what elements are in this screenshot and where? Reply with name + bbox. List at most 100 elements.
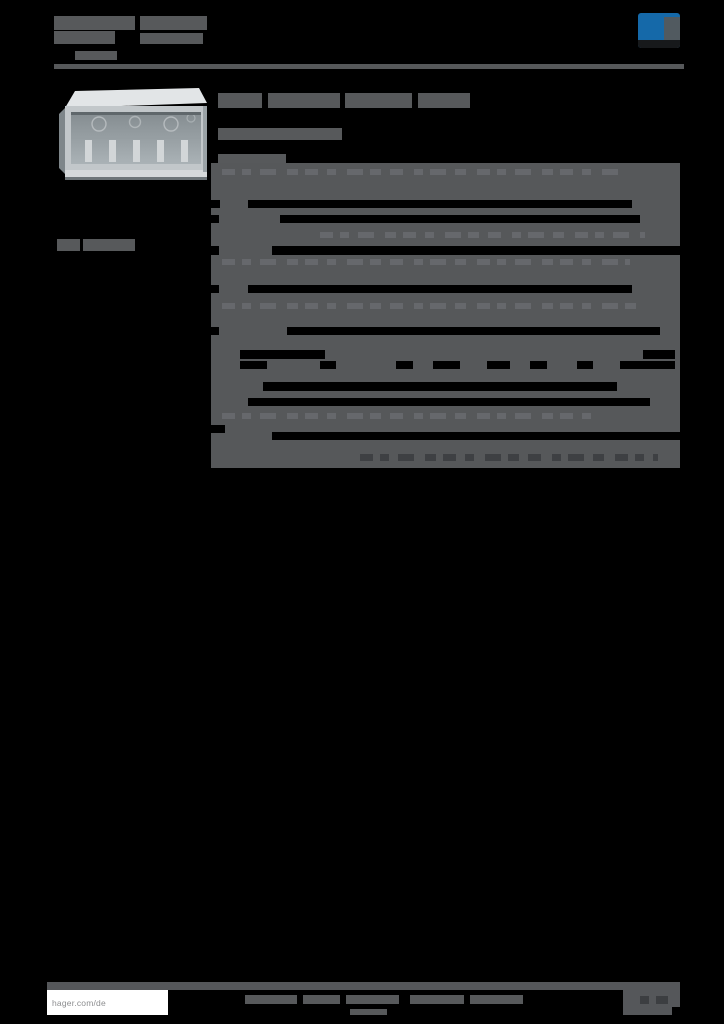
spec-table-text-texture — [560, 259, 573, 265]
spec-table-text-texture — [414, 259, 423, 265]
header-title-word-2 — [140, 16, 207, 30]
spec-table-text-texture — [455, 259, 466, 265]
spec-table-open-row — [530, 361, 547, 369]
spec-table-text-texture — [430, 169, 446, 175]
spec-table-text-texture — [390, 169, 403, 175]
spec-table-text-texture — [327, 259, 336, 265]
spec-table-text-texture — [414, 413, 423, 419]
product-title-word-2 — [268, 93, 340, 108]
spec-table-open-row — [272, 246, 680, 255]
spec-table-text-texture — [465, 454, 474, 461]
spec-table-open-row — [620, 361, 675, 369]
spec-table-text-texture — [425, 454, 436, 461]
spec-table-text-texture — [340, 232, 349, 238]
spec-table-text-texture — [582, 169, 591, 175]
spec-table-open-row — [240, 350, 325, 359]
spec-table-text-texture — [497, 259, 506, 265]
spec-table-open-row — [248, 398, 650, 406]
footer-link-box[interactable]: hager.com/de — [47, 990, 168, 1015]
header-title-word-3 — [54, 31, 115, 44]
footer-text-sub — [350, 1009, 387, 1015]
spec-table-text-texture — [260, 169, 276, 175]
spec-table-text-texture — [242, 259, 251, 265]
spec-table — [211, 163, 680, 468]
spec-table-text-texture — [287, 169, 298, 175]
spec-table-text-texture — [542, 259, 553, 265]
spec-table-text-texture — [560, 413, 573, 419]
spec-table-text-texture — [347, 169, 363, 175]
spec-table-text-texture — [560, 169, 573, 175]
product-title-word-4 — [418, 93, 470, 108]
header-rule — [54, 64, 684, 69]
spec-table-text-texture — [403, 232, 416, 238]
spec-table-text-texture — [613, 232, 629, 238]
badge-notch — [672, 1007, 680, 1015]
spec-table-text-texture — [390, 259, 403, 265]
spec-table-text-texture — [468, 232, 479, 238]
spec-table-text-texture — [485, 454, 501, 461]
page-number-text-stub — [640, 996, 649, 1004]
spec-table-text-texture — [327, 169, 336, 175]
spec-table-text-texture — [445, 232, 461, 238]
spec-table-text-texture — [260, 303, 276, 309]
footer-rule — [47, 982, 680, 990]
spec-table-text-texture — [360, 454, 373, 461]
spec-table-text-texture — [347, 413, 363, 419]
spec-table-open-row — [248, 200, 632, 208]
spec-table-text-texture — [327, 303, 336, 309]
spec-table-text-texture — [508, 454, 519, 461]
spec-table-text-texture — [443, 454, 456, 461]
spec-table-text-texture — [640, 232, 645, 238]
spec-table-open-row — [211, 200, 220, 208]
hager-logo — [638, 13, 680, 48]
spec-table-text-texture — [260, 259, 276, 265]
spec-table-text-texture — [222, 303, 235, 309]
box-bottom-lip — [65, 170, 207, 177]
spec-table-text-texture — [380, 454, 389, 461]
spec-table-text-texture — [515, 303, 531, 309]
product-ref-2 — [83, 239, 135, 251]
spec-table-text-texture — [222, 413, 235, 419]
spec-table-text-texture — [602, 303, 618, 309]
spec-table-text-texture — [398, 454, 414, 461]
hager-logo-wordmark — [638, 40, 680, 48]
header-title-word-4 — [140, 33, 203, 44]
spec-table-text-texture — [542, 303, 553, 309]
spec-table-text-texture — [528, 454, 541, 461]
product-title-word-1 — [218, 93, 262, 108]
spec-table-open-row — [248, 285, 632, 293]
spec-table-text-texture — [653, 454, 658, 461]
spec-table-text-texture — [370, 303, 381, 309]
spec-table-text-texture — [625, 259, 630, 265]
header-subline — [75, 51, 117, 60]
spec-table-text-texture — [455, 169, 466, 175]
header-title-word-1 — [54, 16, 135, 30]
spec-table-open-row — [240, 361, 267, 369]
spec-table-text-texture — [635, 454, 644, 461]
footer-text-2 — [303, 995, 340, 1004]
spec-table-text-texture — [414, 303, 423, 309]
box-divider-slots — [85, 140, 188, 162]
spec-table-text-texture — [515, 169, 531, 175]
spec-table-text-texture — [497, 169, 506, 175]
spec-table-text-texture — [615, 454, 628, 461]
spec-table-text-texture — [568, 454, 584, 461]
spec-table-text-texture — [595, 232, 604, 238]
spec-table-open-row — [211, 327, 219, 335]
spec-table-text-texture — [430, 303, 446, 309]
spec-table-text-texture — [390, 303, 403, 309]
spec-table-text-texture — [390, 413, 403, 419]
spec-table-text-texture — [625, 303, 636, 309]
spec-table-text-texture — [582, 413, 591, 419]
spec-table-open-row — [263, 382, 617, 391]
spec-table-text-texture — [497, 413, 506, 419]
spec-table-text-texture — [222, 169, 235, 175]
footer-url-text[interactable]: hager.com/de — [52, 997, 106, 1008]
spec-table-text-texture — [477, 303, 490, 309]
spec-table-open-row — [272, 432, 680, 440]
spec-table-text-texture — [575, 232, 588, 238]
spec-table-text-texture — [602, 259, 618, 265]
spec-table-text-texture — [515, 259, 531, 265]
spec-table-text-texture — [385, 232, 396, 238]
spec-table-text-texture — [542, 169, 553, 175]
